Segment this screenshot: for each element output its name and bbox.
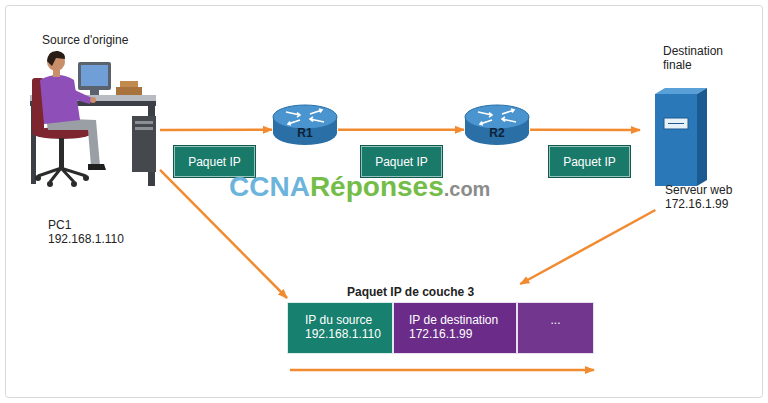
source-ip-field: IP du source 192.168.1.110 <box>287 302 393 354</box>
chair-wheel <box>83 175 89 181</box>
router-symbol <box>272 103 338 147</box>
flow-arrow <box>290 369 594 372</box>
node-text: Source d'origine <box>42 33 172 47</box>
node-text: IP du source 192.168.1.110 <box>305 313 391 341</box>
computer-tower <box>132 116 156 172</box>
tower-drive <box>135 121 153 124</box>
flow-arrow <box>520 210 655 284</box>
router: R2 <box>464 103 530 147</box>
node-text: Destination finale <box>663 44 735 72</box>
server-side <box>697 88 707 186</box>
node-text: Paquet IP <box>549 155 630 169</box>
router-top <box>465 105 529 129</box>
node-text: PC1 192.168.1.110 <box>48 218 138 246</box>
chair-wheel <box>47 181 53 187</box>
tower-drive <box>135 127 153 130</box>
ip-packet: Paquet IP de couche 3 IP du source 192.16… <box>287 284 594 354</box>
source-host: Source d'originePC1 192.168.1.110 <box>20 30 160 242</box>
chair-base <box>38 168 86 182</box>
shoe <box>88 164 106 170</box>
trousers <box>46 118 100 166</box>
hair <box>47 51 65 66</box>
node-text: R2 <box>464 126 530 140</box>
monitor <box>78 62 111 90</box>
person-at-desk <box>30 51 156 187</box>
flow-arrow <box>160 170 287 298</box>
server-slot-line <box>668 123 684 124</box>
flow-arrow <box>530 129 640 132</box>
node-text: IP de destination 172.16.1.99 <box>409 313 515 341</box>
node-text: Serveur web 172.16.1.99 <box>665 183 747 211</box>
router-symbol <box>464 103 530 147</box>
flow-arrow <box>160 129 272 132</box>
watermark-text: CCNA <box>229 171 310 202</box>
node-text: ... <box>518 313 593 327</box>
destination-server: Destination finaleServeur web 172.16.1.9… <box>640 42 750 210</box>
router: R1 <box>272 103 338 147</box>
router-arrows <box>478 109 516 125</box>
node-text: Paquet IP de couche 3 <box>347 285 587 299</box>
shirt <box>40 75 80 124</box>
desk-box <box>120 81 138 87</box>
server-slot <box>664 118 688 129</box>
arm <box>62 86 92 104</box>
frame <box>6 6 763 398</box>
destination-ip-field: IP de destination 172.16.1.99 <box>393 302 517 354</box>
watermark-text: .com <box>444 178 491 200</box>
node-text: Paquet IP <box>174 155 255 169</box>
node-text: Paquet IP <box>361 155 442 169</box>
desk-box <box>116 87 142 95</box>
server-front <box>655 94 697 186</box>
router-arrows <box>286 109 324 125</box>
flow-arrow <box>338 129 464 132</box>
web-server <box>655 88 707 186</box>
packet-box: Paquet IP <box>548 145 631 178</box>
chair-wheel <box>71 181 77 187</box>
monitor-stand <box>90 90 99 95</box>
monitor-screen <box>81 65 108 86</box>
packet-field: ... <box>517 302 594 354</box>
router-top <box>273 105 337 129</box>
watermark-text: Réponses <box>310 171 444 202</box>
hand <box>90 97 96 103</box>
node-text: R1 <box>272 126 338 140</box>
watermark: CCNARéponses.com <box>229 171 490 203</box>
chair-wheel <box>35 175 41 181</box>
chair-pole <box>59 138 64 168</box>
